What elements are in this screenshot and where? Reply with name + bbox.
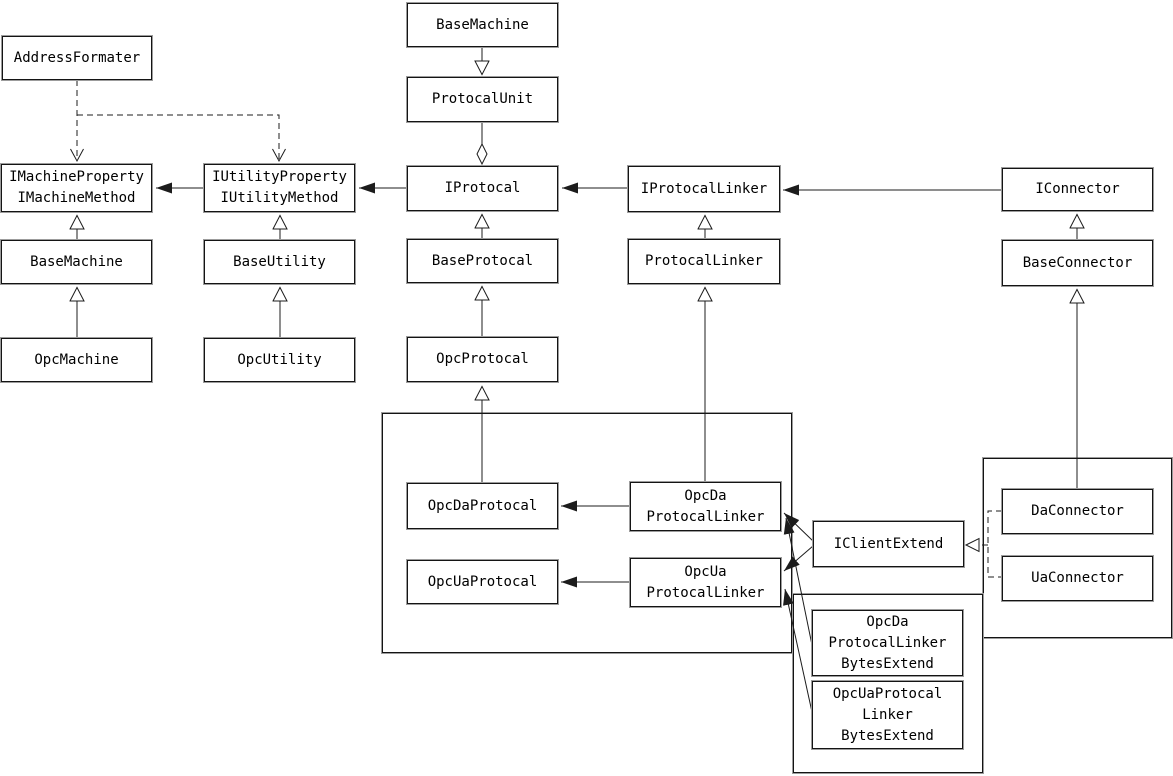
edge-addressformater-iutility — [77, 114, 286, 163]
group-box-opc-protocal-linker-area — [381, 412, 793, 654]
class-label: IProtocalLinker — [640, 180, 768, 197]
class-box-opc-da-protocal-linker[interactable]: OpcDa ProtocalLinker — [629, 481, 782, 532]
class-box-da-connector[interactable]: DaConnector — [1001, 488, 1154, 535]
class-box-address-formater[interactable]: AddressFormater — [1, 35, 153, 81]
class-box-protocal-unit[interactable]: ProtocalUnit — [406, 76, 559, 123]
class-label: IConnector — [1035, 181, 1120, 197]
class-box-iutility-property-method[interactable]: IUtilityProperty IUtilityMethod — [203, 163, 356, 213]
class-label: BytesExtend — [841, 655, 934, 672]
class-label: ProtocalUnit — [431, 91, 534, 107]
class-box-opc-da-protocal[interactable]: OpcDaProtocal — [406, 482, 559, 530]
class-box-ua-connector[interactable]: UaConnector — [1001, 555, 1154, 602]
class-label: BaseProtocal — [431, 252, 534, 269]
class-box-opc-da-protocal-linker-bytes-extend[interactable]: OpcDa ProtocalLinker BytesExtend — [811, 609, 964, 677]
class-label: IMachineProperty — [9, 169, 144, 185]
class-label: BytesExtend — [841, 727, 934, 744]
class-label: OpcUaProtocal — [427, 573, 538, 590]
class-box-protocal-linker[interactable]: ProtocalLinker — [627, 238, 781, 285]
class-label: BaseMachine — [30, 253, 123, 270]
class-label: BaseConnector — [1022, 254, 1133, 271]
class-label: IUtilityProperty — [212, 169, 347, 185]
class-label: AddressFormater — [13, 49, 141, 66]
class-box-iclient-extend[interactable]: IClientExtend — [812, 520, 965, 568]
class-label: BaseUtility — [233, 253, 326, 270]
class-label: OpcDaProtocal — [427, 497, 538, 514]
class-box-opc-ua-protocal[interactable]: OpcUaProtocal — [406, 559, 559, 605]
class-box-opc-protocal[interactable]: OpcProtocal — [406, 336, 559, 383]
group-box-connectors-area — [982, 457, 1173, 639]
class-label: ProtocalLinker — [646, 584, 765, 601]
class-label: IProtocal — [444, 180, 521, 196]
class-box-iprotocal[interactable]: IProtocal — [406, 165, 559, 212]
class-label: OpcUa — [684, 563, 727, 580]
class-label: OpcProtocal — [436, 351, 529, 367]
class-label: OpcUaProtocal — [832, 685, 943, 702]
class-label: OpcUtility — [237, 351, 322, 368]
class-label: ProtocalLinker — [828, 634, 947, 651]
class-label: OpcMachine — [34, 351, 119, 368]
class-label: UaConnector — [1031, 570, 1124, 586]
class-box-opc-ua-protocal-linker[interactable]: OpcUa ProtocalLinker — [629, 557, 782, 608]
class-label: ProtocalLinker — [644, 253, 763, 269]
class-label: IMachineMethod — [17, 190, 136, 206]
class-box-base-machine-top[interactable]: BaseMachine — [406, 2, 559, 48]
class-box-imachine-property-method[interactable]: IMachineProperty IMachineMethod — [0, 163, 153, 213]
class-box-opc-utility[interactable]: OpcUtility — [203, 337, 356, 383]
class-label: OpcDa — [866, 613, 909, 630]
class-label: OpcDa — [684, 487, 727, 504]
class-box-base-utility[interactable]: BaseUtility — [203, 239, 356, 285]
realization-hollow-arrow — [964, 537, 980, 553]
class-label: DaConnector — [1031, 503, 1124, 519]
class-label: Linker — [862, 706, 913, 723]
class-label: ProtocalLinker — [646, 508, 765, 525]
class-box-opc-ua-protocal-linker-bytes-extend[interactable]: OpcUaProtocal Linker BytesExtend — [811, 680, 964, 750]
class-box-opc-machine[interactable]: OpcMachine — [0, 337, 153, 383]
class-label: IUtilityMethod — [220, 190, 339, 206]
class-label: BaseMachine — [436, 16, 529, 33]
class-box-iprotocal-linker[interactable]: IProtocalLinker — [627, 165, 781, 213]
class-label: IClientExtend — [833, 535, 944, 552]
class-box-base-protocal[interactable]: BaseProtocal — [406, 238, 559, 284]
class-box-base-connector[interactable]: BaseConnector — [1001, 239, 1154, 287]
class-box-iconnector[interactable]: IConnector — [1001, 167, 1154, 212]
class-box-base-machine[interactable]: BaseMachine — [0, 239, 153, 285]
